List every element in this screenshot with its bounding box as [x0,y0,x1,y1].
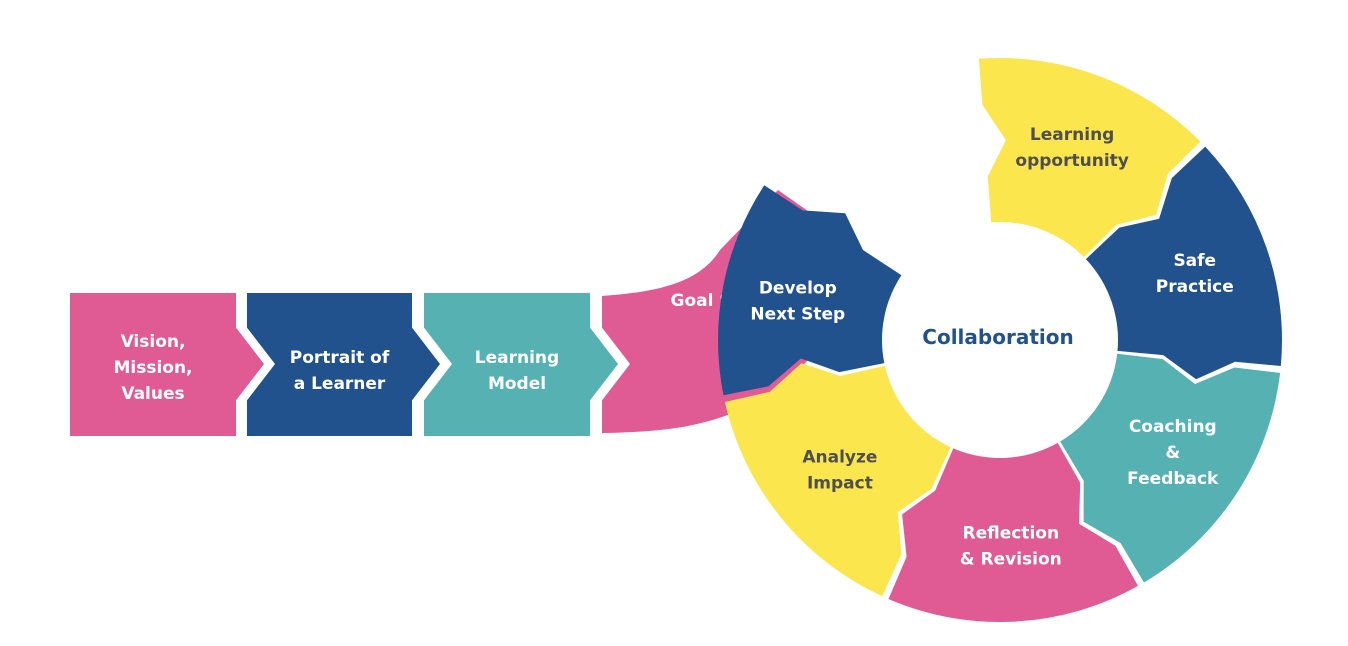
segment-analyze-impact-label-line: Impact [807,474,873,494]
step-learning-model-label-line: Learning [475,348,559,368]
step-vision-mission-values-label-line: Vision, [121,332,186,352]
step-portrait-of-a-learner-label-line: a Learner [294,374,386,394]
segment-reflection-revision-label-line: & Revision [960,550,1062,570]
segment-coaching-feedback-label-line: Coaching [1129,417,1217,437]
segment-reflection-revision-shape [888,442,1138,622]
step-portrait-of-a-learner-label-line: Portrait of [290,348,390,368]
segment-coaching-feedback-label-line: & [1165,443,1180,463]
segment-learning-opportunity-shape [978,58,1201,257]
step-learning-model-label-line: Model [488,374,546,394]
segment-learning-opportunity-label-line: opportunity [1015,151,1128,171]
step-portrait-of-a-learner-shape [247,293,440,436]
step-vision-mission-values-label-line: Mission, [113,358,192,378]
segment-safe-practice-label-line: Safe [1173,251,1216,271]
segment-analyze-impact-shape [724,363,951,597]
segment-analyze-impact-label-line: Analyze [802,448,877,468]
step-vision-mission-values-shape [70,293,264,436]
step-portrait-of-a-learner-label: Portrait of a Learner [290,348,390,394]
step-learning-model-shape [424,293,618,436]
segment-coaching-feedback-label: Coaching & Feedback [1127,417,1219,489]
segment-coaching-feedback-label-line: Feedback [1127,469,1219,489]
segment-develop-next-step-shape [718,185,902,396]
center-label-collaboration: Collaboration [922,325,1073,349]
step-vision-mission-values-label: Vision, Mission, Values [113,332,192,404]
segment-learning-opportunity-label: Learning opportunity [1015,125,1128,171]
segment-safe-practice-label-line: Practice [1156,277,1234,297]
segment-reflection-revision-label: Reflection & Revision [960,524,1062,570]
segment-develop-next-step-label-line: Next Step [750,305,845,325]
segment-coaching-feedback-shape [1060,353,1281,583]
step-vision-mission-values-label-line: Values [121,384,184,404]
linear-steps: Vision, Mission, Values Portrait of a Learne… [70,293,618,436]
segment-learning-opportunity-label-line: Learning [1030,125,1114,145]
segment-safe-practice-shape [1085,146,1282,380]
segment-develop-next-step-label-line: Develop [759,279,837,299]
segment-reflection-revision-label-line: Reflection [962,524,1059,544]
